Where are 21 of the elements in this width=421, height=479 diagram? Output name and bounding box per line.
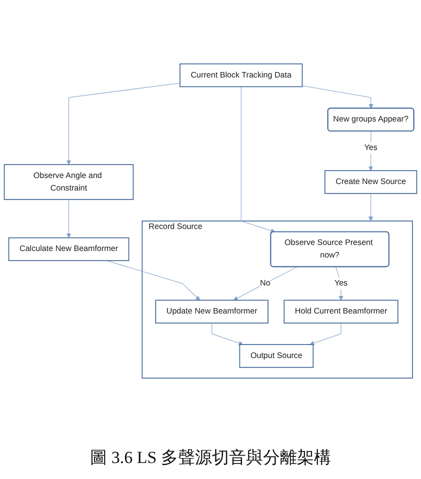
arrow [309, 322, 342, 346]
arrow [336, 266, 344, 300]
edge-label: Yes [334, 278, 348, 288]
arrow [368, 193, 374, 222]
arrow [302, 85, 374, 109]
arrow [66, 82, 180, 165]
node-box: Update New Beamformer [155, 300, 268, 324]
arrow [212, 322, 244, 346]
arrow [233, 266, 298, 300]
node-box: Hold Current Beamformer [284, 300, 398, 324]
caption: 圖 3.6 LS 多聲源切音與分離架構 [90, 447, 331, 469]
node-box: Current Block Tracking Data [180, 63, 303, 88]
edge-label: No [260, 278, 270, 288]
node-box: Calculate New Beamformer [8, 237, 130, 262]
edge-label: Yes [364, 142, 378, 152]
node-box: Output Source [239, 344, 314, 368]
arrow [240, 86, 276, 233]
node-box: Observe Angle and Constraint [4, 164, 134, 200]
arrow [66, 199, 72, 238]
arrow [106, 260, 200, 300]
node-box: Create New Source [324, 170, 418, 194]
